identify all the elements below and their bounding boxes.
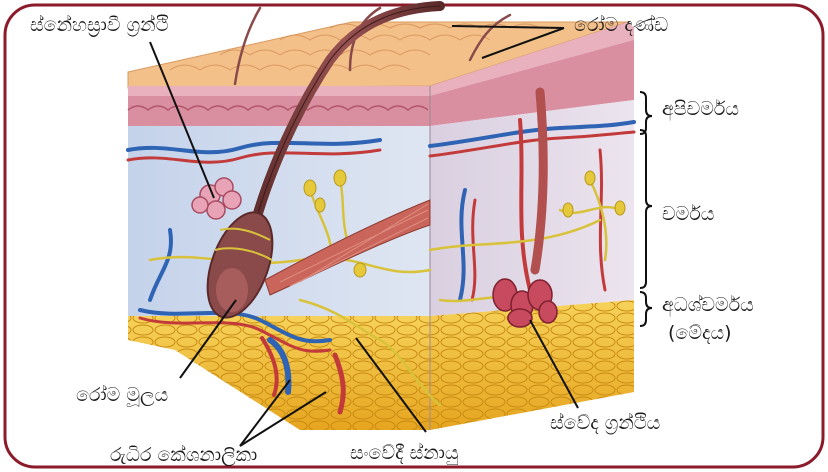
- label-epidermis: අපිචර්මය: [662, 100, 739, 119]
- label-sensory-nerve: සංවේදී ස්නායු: [350, 444, 459, 463]
- label-sweat-gland: ස්වේද ග්‍රන්ථිය: [550, 414, 660, 433]
- label-hypodermis: අධශ්චර්මය: [662, 296, 754, 315]
- label-blood-capillaries: රුධිර කේශනාලිකා: [110, 446, 257, 465]
- label-hair-root: රෝම මූලය: [76, 386, 168, 405]
- label-hair-shaft: රෝම දණ්ඩ: [574, 16, 668, 35]
- label-hypodermis-note: (මේදය): [668, 324, 732, 343]
- label-sebaceous-gland: ස්නේහස්‍රාවී ග්‍රන්ථි: [30, 16, 168, 35]
- label-dermis: චර්මය: [662, 205, 714, 224]
